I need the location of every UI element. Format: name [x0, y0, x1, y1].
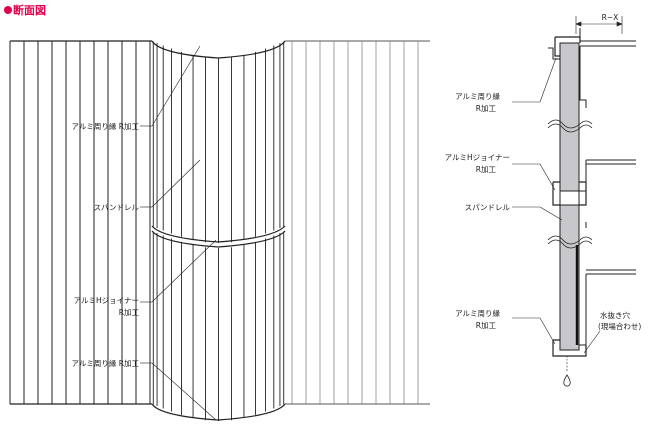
label-frame-top-2: R加工 — [476, 103, 497, 113]
label-spandrel-section: スパンドレル — [465, 203, 511, 212]
left-wall — [9, 40, 152, 405]
break-mark-top — [547, 119, 593, 129]
leader-lines — [140, 45, 217, 421]
spandrel-panel-upper — [559, 42, 580, 192]
label-joiner-2: R加工 — [476, 164, 497, 174]
label-h-joiner-r: R加工 — [119, 307, 140, 317]
label-spandrel: スパンドレル — [94, 203, 140, 212]
section-leaders — [512, 57, 601, 354]
h-joiner — [552, 181, 587, 206]
label-h-joiner: アルミHジョイナー — [74, 296, 139, 305]
label-alumi-frame-top: アルミ周り縁 R加工 — [71, 121, 139, 131]
section-title: 断面図 — [4, 4, 46, 17]
label-drain-1: 水抜き穴 — [600, 310, 630, 320]
label-frame-top-1: アルミ周り縁 — [455, 91, 500, 101]
break-mark-middle — [547, 235, 593, 245]
label-rx: R−X — [602, 13, 619, 22]
elevation-view — [9, 40, 430, 421]
label-frame-bottom-2: R加工 — [476, 320, 497, 330]
section-title-text: 断面図 — [13, 4, 46, 17]
dimension-rx — [575, 16, 623, 34]
right-wall — [285, 40, 430, 405]
label-frame-bottom-1: アルミ周り縁 — [455, 308, 500, 318]
water-drop-icon — [563, 374, 571, 387]
section-detail — [512, 16, 636, 387]
label-alumi-frame-bottom: アルミ周り縁 R加工 — [71, 358, 139, 368]
curved-column — [151, 40, 286, 421]
h-joiner-band — [151, 225, 286, 243]
label-drain-2: (現場合わせ) — [598, 321, 641, 331]
bullet-icon — [4, 6, 12, 14]
label-joiner-1: アルミHジョイナー — [445, 153, 510, 162]
